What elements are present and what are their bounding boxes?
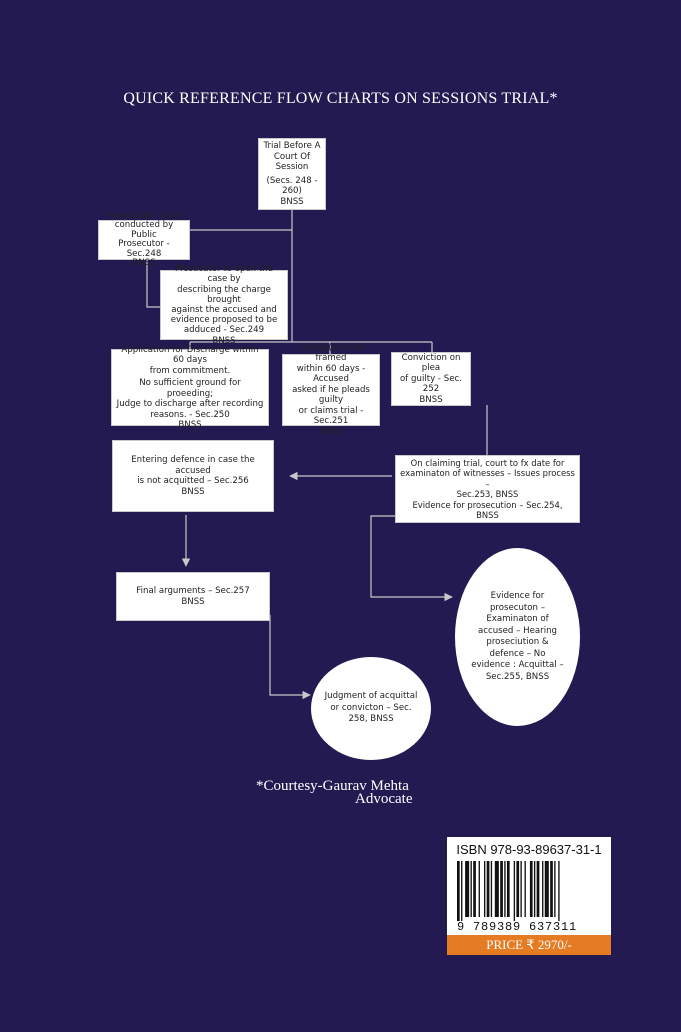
courtesy-line-2: Advocate: [355, 791, 413, 807]
node-charges: Charge(s) to be framed within 60 days - …: [282, 343, 380, 437]
barcode-bar: [506, 861, 510, 917]
node-claiming-trial: On claiming trial, court to fx date for …: [395, 455, 580, 523]
barcode-bar: [457, 861, 460, 921]
branch-open-case: [146, 250, 160, 308]
node-discharge: Application for Discharge within 60 days…: [111, 345, 269, 430]
barcode-bar: [524, 861, 526, 917]
barcode-bar: [516, 861, 520, 917]
isbn-barcode-box: ISBN 978-93-89637-31-1 9 789389 637311 P…: [447, 837, 611, 955]
barcode-bar: [550, 861, 553, 917]
node-final-arguments: Final arguments – Sec.257 BNSS: [116, 572, 270, 621]
courtesy-line-1: *Courtesy-Gaurav Mehta: [256, 778, 409, 794]
barcode-bar: [544, 861, 549, 917]
barcode-bar: [520, 861, 522, 917]
price-label: PRICE ₹ 2970/-: [447, 935, 611, 955]
page-title: QUICK REFERENCE FLOW CHARTS ON SESSIONS …: [123, 90, 558, 107]
barcode-bar: [558, 861, 560, 921]
node-conviction: Conviction on plea of guilty - Sec. 252 …: [391, 352, 471, 406]
barcode-bar: [513, 861, 516, 921]
barcode-bar: [465, 861, 470, 917]
barcode-bar: [542, 861, 544, 917]
barcode-bar: [504, 861, 506, 917]
isbn-number: ISBN 978-93-89637-31-1: [456, 842, 602, 857]
barcode-bar: [486, 861, 490, 917]
node-evidence-ellipse: Evidence for prosecuton – Examinaton of …: [455, 548, 580, 726]
barcode-bar: [494, 861, 499, 917]
barcode-bar: [500, 861, 503, 917]
node-trial: Trial Before A Court Of Session (Secs. 2…: [258, 138, 326, 210]
node-judgment-ellipse: Judgment of acquittal or convicton – Sec…: [311, 657, 431, 760]
arrow-final-to-judgment: [269, 615, 311, 700]
barcode-bar: [470, 861, 472, 917]
barcode-bar: [484, 861, 486, 917]
barcode-bar: [536, 861, 540, 917]
barcode-bar: [554, 861, 556, 917]
barcode-bar: [478, 861, 480, 917]
barcode-digits: 9 789389 637311: [457, 920, 578, 934]
node-defence: Entering defence in case the accused is …: [112, 440, 274, 512]
node-prosecution: Prosecution to be conducted by Public Pr…: [98, 211, 190, 268]
barcode-bar: [473, 861, 476, 917]
barcode-bar: [461, 861, 463, 921]
arrow-claiming-to-evidence: [370, 515, 453, 602]
node-open-case: Prosecutor to open the case by describin…: [160, 264, 288, 346]
barcode-bar: [490, 861, 493, 917]
barcode-bar: [529, 861, 533, 917]
barcode-icon: [457, 861, 560, 921]
barcode-bar: [533, 861, 536, 917]
